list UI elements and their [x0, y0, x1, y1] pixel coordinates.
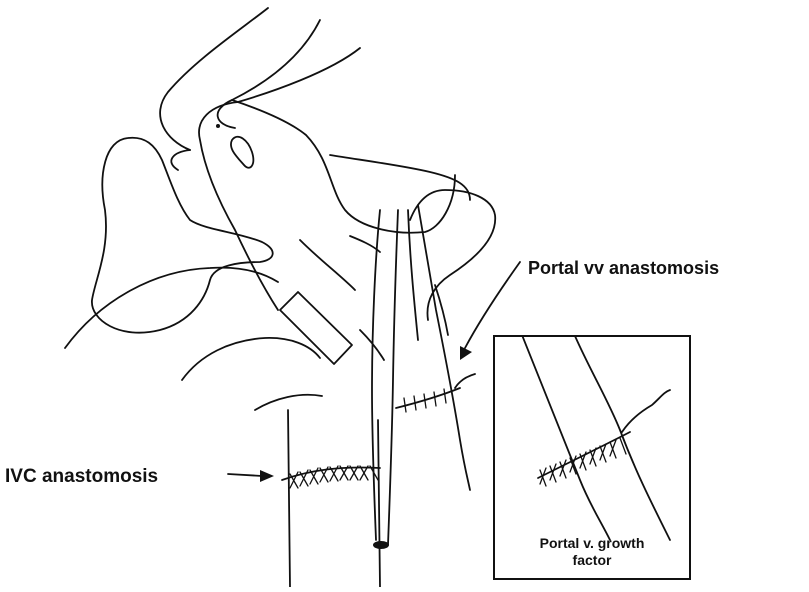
gallbladder-outline [216, 124, 253, 168]
portal-vein [360, 205, 470, 549]
dot-marker [216, 124, 220, 128]
right-organ-outline [330, 155, 495, 335]
inset-detail: Portal v. growth factor [494, 330, 690, 579]
inset-caption-line2: factor [573, 552, 612, 568]
portal-suture-line [396, 374, 475, 412]
label-ivc-anastomosis: IVC anastomosis [5, 466, 158, 487]
inset-caption-line1: Portal v. growth [540, 535, 645, 551]
vessel-stump [373, 541, 389, 549]
ivc-suture-line [282, 466, 380, 488]
ivc [288, 410, 380, 587]
portal-arrow-head [460, 346, 472, 360]
label-portal-vv-anastomosis: Portal vv anastomosis [528, 258, 719, 278]
ivc-arrow-head [260, 470, 274, 482]
